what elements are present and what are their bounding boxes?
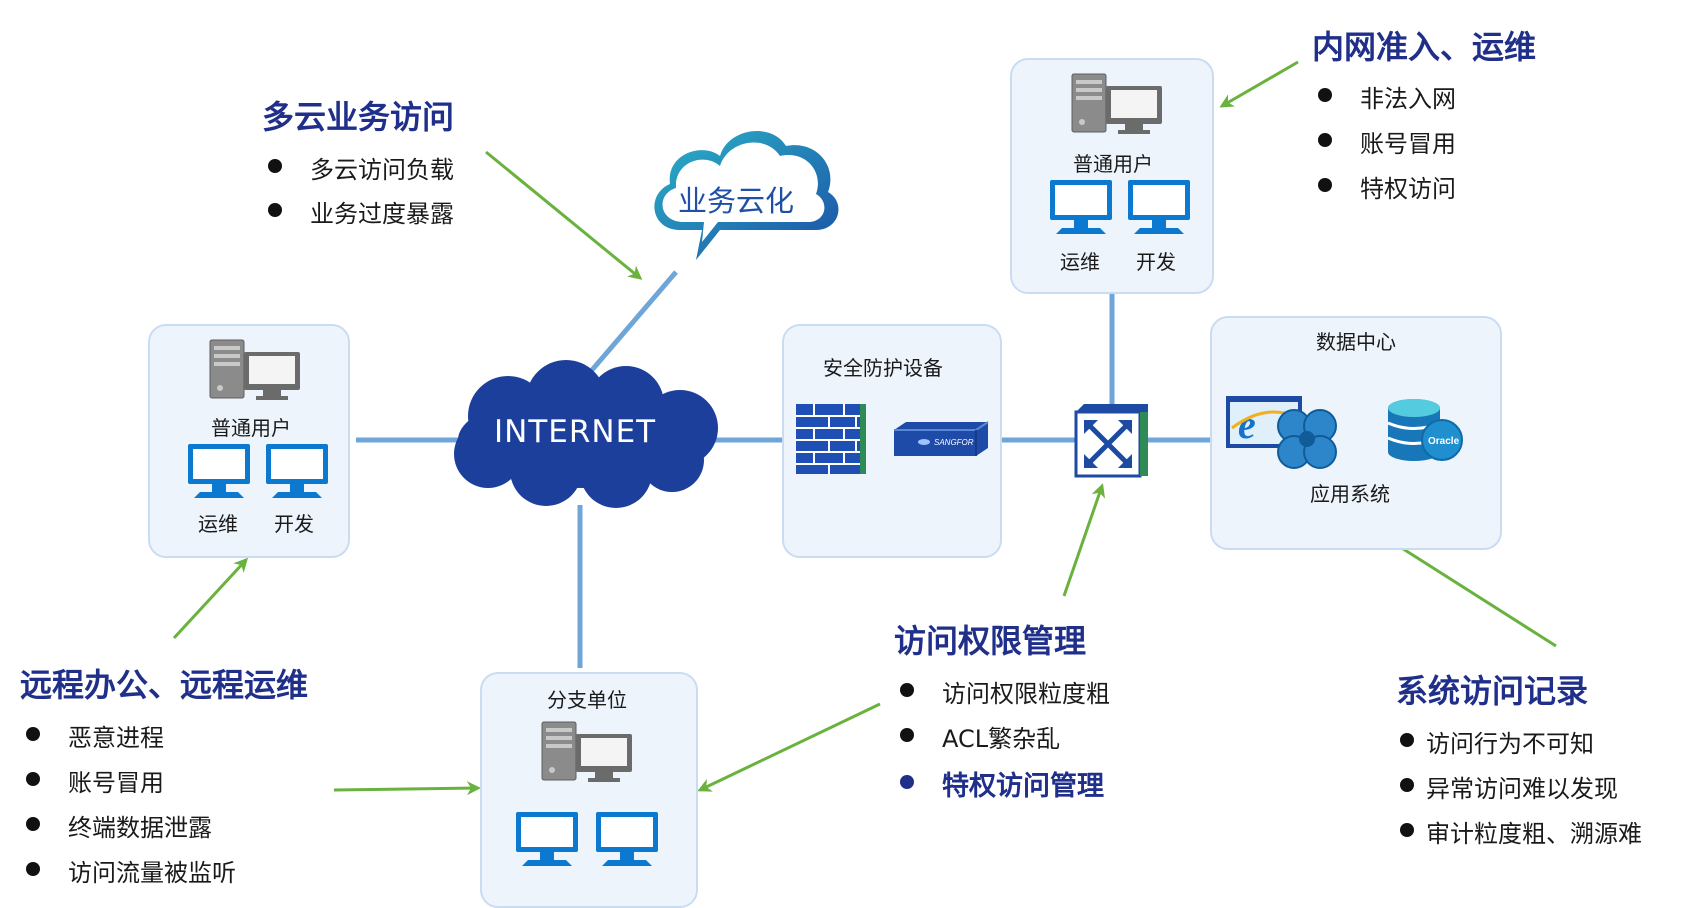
svg-text:Oracle: Oracle [1428, 436, 1460, 447]
arrow-remote [172, 557, 249, 640]
top-ops-label: 运维 [1060, 250, 1100, 274]
remote-item: 账号冒用 [68, 769, 164, 797]
server-pc-icon [1071, 73, 1162, 134]
bullet-dot [1400, 823, 1414, 837]
core-switch-icon [1074, 404, 1148, 478]
arrow-intranet [1219, 60, 1299, 108]
left-ops-label: 运维 [198, 512, 238, 536]
business-cloud-label: 业务云化 [678, 184, 795, 218]
internet-cloud-icon [454, 360, 718, 508]
bullet-dot [900, 775, 914, 789]
bullet-dot [26, 772, 40, 786]
syslog-item: 访问行为不可知 [1426, 730, 1594, 758]
server-pc-icon [541, 721, 632, 782]
bullet-dot [26, 727, 40, 741]
remote-item: 恶意进程 [68, 724, 164, 752]
remote-item: 终端数据泄露 [68, 814, 212, 842]
syslog-item: 审计粒度粗、溯源难 [1426, 820, 1642, 848]
oracle-database-icon: Oracle [1387, 399, 1463, 461]
access-item: ACL繁杂乱 [942, 725, 1061, 753]
intranet-item: 账号冒用 [1360, 130, 1456, 158]
left-user-title: 普通用户 [211, 416, 291, 440]
bullet-dot [26, 862, 40, 876]
multicloud-item: 业务过度暴露 [310, 200, 454, 228]
multicloud-item: 多云访问负载 [310, 156, 454, 184]
top-user-title: 普通用户 [1073, 152, 1153, 176]
bullet-dot [268, 203, 282, 217]
bullet-dot [268, 159, 282, 173]
security-appliance-icon: SANGFOR [894, 421, 989, 456]
server-pc-icon [209, 339, 300, 400]
remote-item: 访问流量被监听 [68, 859, 236, 887]
internet-label: INTERNET [494, 414, 657, 450]
intranet-heading: 内网准入、运维 [1312, 28, 1537, 66]
bullet-dot [1400, 733, 1414, 747]
link-internet-cloud [590, 270, 678, 372]
svg-text:e: e [1238, 402, 1256, 447]
access-item-highlight: 特权访问管理 [942, 771, 1104, 802]
access-heading: 访问权限管理 [894, 622, 1087, 660]
access-item: 访问权限粒度粗 [942, 680, 1110, 708]
left-dev-label: 开发 [274, 512, 314, 536]
bullet-dot [1318, 178, 1332, 192]
intranet-item: 非法入网 [1360, 85, 1456, 113]
business-cloud-icon [654, 131, 839, 260]
remote-heading: 远程办公、远程运维 [20, 666, 309, 704]
top-dev-label: 开发 [1136, 250, 1176, 274]
security-title: 安全防护设备 [823, 356, 943, 380]
dev-monitor-icon [1128, 180, 1190, 234]
bullet-dot [900, 728, 914, 742]
dev-monitor-icon [266, 444, 328, 498]
branch-title: 分支单位 [547, 688, 627, 712]
bullet-dot [1318, 88, 1332, 102]
ops-monitor-icon [1050, 180, 1112, 234]
branch-monitor-icon [516, 812, 578, 866]
arrow-access-switch [1062, 483, 1106, 597]
intranet-item: 特权访问 [1360, 175, 1456, 203]
bullet-dot [26, 817, 40, 831]
clover-app-icon [1277, 409, 1337, 469]
svg-text:SANGFOR: SANGFOR [934, 438, 974, 447]
bullet-dot [1400, 778, 1414, 792]
ops-monitor-icon [188, 444, 250, 498]
syslog-item: 异常访问难以发现 [1426, 775, 1618, 803]
syslog-heading: 系统访问记录 [1396, 672, 1589, 710]
datacenter-title: 数据中心 [1316, 330, 1396, 354]
arrow-multicloud [485, 150, 643, 280]
multicloud-heading: 多云业务访问 [262, 98, 455, 136]
bullet-dot [900, 683, 914, 697]
branch-monitor-icon [596, 812, 658, 866]
arrow-access-branch [697, 702, 881, 792]
branch-group [480, 672, 698, 908]
bullet-dot [1318, 133, 1332, 147]
apps-label: 应用系统 [1310, 482, 1390, 506]
firewall-icon [796, 404, 866, 474]
arrow-remote-branch [333, 781, 481, 796]
